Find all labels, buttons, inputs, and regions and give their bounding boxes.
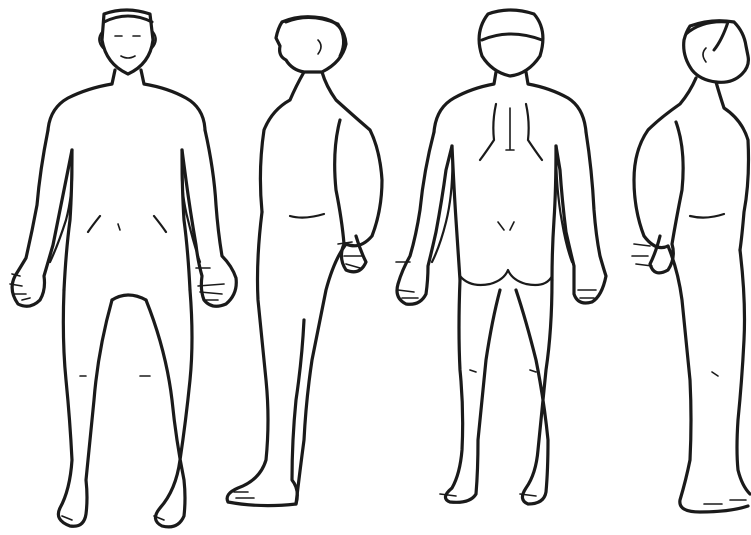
back-buttocks <box>460 270 552 285</box>
side-a-waist <box>290 214 324 218</box>
front-crotch <box>112 295 146 300</box>
side-b-waist <box>690 214 724 218</box>
back-hair <box>482 34 542 40</box>
back-spine <box>506 108 514 150</box>
front-right-leg-outer <box>146 290 192 527</box>
side-b-leg-back <box>668 246 748 512</box>
back-torso-left <box>452 146 460 280</box>
side-a-leg-front <box>227 212 304 506</box>
back-right-leg <box>516 280 552 504</box>
front-hair <box>104 16 152 22</box>
back-torso-right <box>552 146 556 280</box>
front-feet <box>62 516 164 520</box>
front-navel <box>118 224 120 230</box>
side-a-foot <box>234 492 254 498</box>
back-sacrum <box>498 222 514 230</box>
side-b-back <box>634 78 696 248</box>
side-b-arm <box>650 122 683 273</box>
side-a-arm <box>335 120 366 272</box>
front-left-leg-outer <box>58 290 112 526</box>
back-left-leg <box>445 280 500 502</box>
side-b-chest <box>716 82 749 250</box>
side-a-head <box>276 17 346 72</box>
side-a-chest <box>260 72 304 212</box>
back-left-arm <box>397 132 452 304</box>
front-mouth <box>121 56 135 58</box>
side-b-leg-front <box>737 250 750 494</box>
side-b-foot <box>704 500 746 504</box>
side-view-figure-a <box>227 17 382 506</box>
side-a-leg-back <box>296 244 346 504</box>
back-shoulder-blades <box>480 104 542 160</box>
front-view-figure <box>10 10 236 527</box>
side-view-figure-b <box>632 21 750 512</box>
back-right-arm <box>556 132 606 303</box>
side-b-knee <box>712 372 718 376</box>
front-neck-shoulders <box>48 70 205 130</box>
back-right-hand <box>578 290 596 298</box>
side-b-ear <box>703 48 706 62</box>
back-view-figure <box>396 10 606 504</box>
back-knees <box>470 370 536 372</box>
side-a-hair <box>286 17 344 56</box>
side-a-back <box>322 72 382 246</box>
side-a-ear <box>318 40 321 54</box>
back-head <box>479 10 543 76</box>
front-hip-line <box>88 216 166 232</box>
